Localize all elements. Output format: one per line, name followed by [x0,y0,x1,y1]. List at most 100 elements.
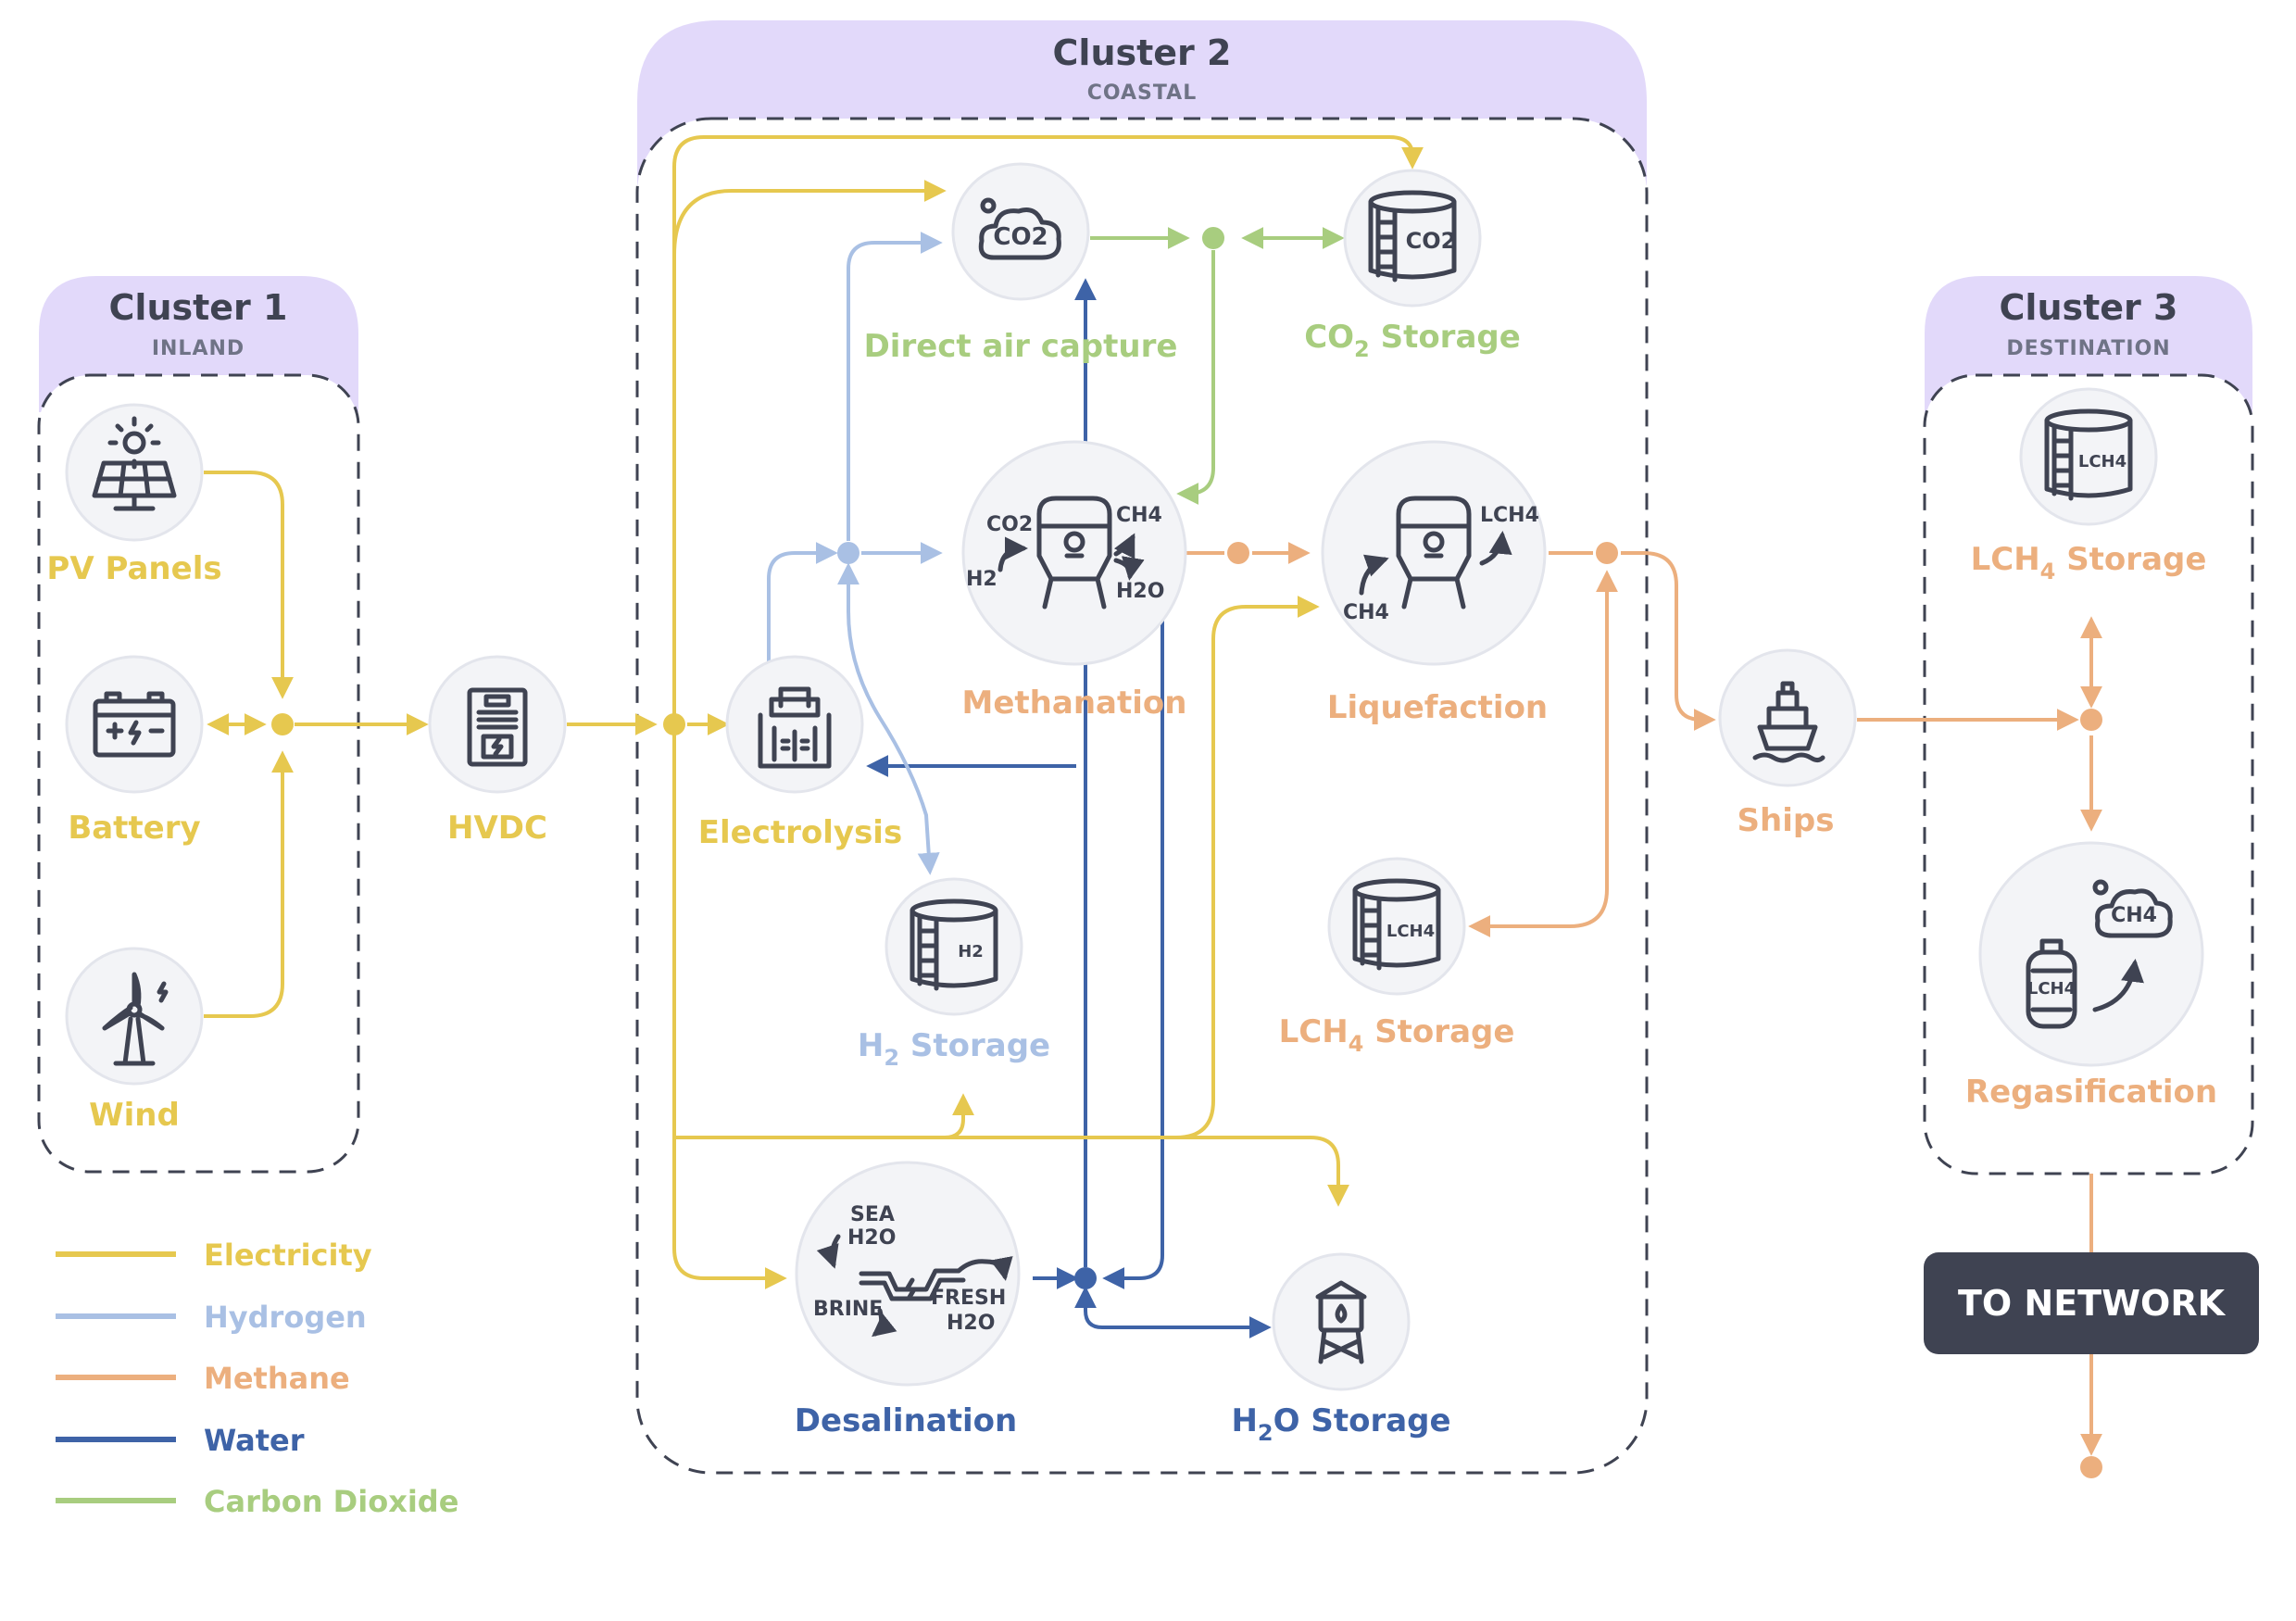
pv-panels-label: PV Panels [46,550,221,587]
to-network-button[interactable]: TO NETWORK [1924,1252,2259,1354]
junction-inland-bus [271,713,294,735]
liquefaction-out1: LCH4 [1480,504,1539,527]
junction-hydrogen [837,542,859,564]
regas-icon-text: LCH4 [2027,979,2076,999]
junction-network [2080,1456,2102,1478]
reactor-icon [997,496,1145,609]
junction-destination [2080,709,2102,731]
flow-wind-to-bus [204,750,294,1018]
flow-electrolysis-to-h2-node [767,542,838,665]
cluster-2-subtitle: COASTAL [1087,82,1197,105]
flow-h2-storage [837,562,940,875]
liquefaction-label: Liquefaction [1327,689,1548,726]
cluster-2-title: Cluster 2 [1053,32,1232,73]
hvdc-icon [467,687,528,767]
node-electrolysis[interactable]: Electrolysis [698,655,902,851]
h2-storage-label: H2 Storage [858,1027,1050,1071]
node-liquefaction[interactable]: CH4 LCH4 Liquefaction [1321,440,1548,726]
wind-label: Wind [89,1097,180,1134]
node-pv-panels[interactable]: PV Panels [46,403,222,587]
wind-turbine-icon [102,972,169,1066]
cluster-1-title: Cluster 1 [109,287,288,328]
node-wind[interactable]: Wind [65,947,204,1134]
legend: Electricity Hydrogen Methane Water Carbo… [56,1238,458,1519]
regas-cloud-text: CH4 [2111,904,2157,927]
lch4-coastal-icon-text: LCH4 [1386,922,1435,941]
desal-text-brine: BRINE [813,1298,883,1321]
node-direct-air-capture[interactable]: CO2 Direct air capture [864,162,1178,365]
cluster-3-subtitle: DESTINATION [2006,337,2170,360]
h2-storage-icon-text: H2 [958,942,984,961]
flow-to-dac [672,180,947,256]
dac-icon-text: CO2 [993,223,1048,251]
gas-cylinder-icon [2026,879,2173,1029]
flow-to-h2-storage [944,1093,974,1139]
node-battery[interactable]: Battery [65,655,204,847]
methanation-in1: CO2 [986,513,1033,536]
water-tower-icon [1315,1280,1367,1364]
solar-panel-icon [92,416,177,511]
regasification-label: Regasification [1965,1074,2217,1111]
flow-h2-to-dac [847,232,943,541]
battery-label: Battery [68,810,200,847]
legend-label-water: Water [204,1423,305,1458]
flow-to-h2o-storage [674,1136,1349,1207]
methanation-label: Methanation [962,685,1187,722]
legend-label-methane: Methane [204,1361,350,1396]
ship-icon [1752,681,1826,763]
flow-co2-to-methanation [1176,250,1215,505]
desal-text-sea: SEA [850,1203,895,1226]
junctions [271,227,2102,1478]
node-co2-storage[interactable]: CO2 CO2 Storage [1304,169,1521,362]
node-lch4-storage-destination[interactable]: LCH4 LCH4 Storage [1971,387,2207,584]
cluster-3-title: Cluster 3 [2000,287,2178,328]
junction-coastal-bus [663,713,685,735]
dac-label: Direct air capture [864,328,1178,365]
legend-label-hydrogen: Hydrogen [204,1300,367,1335]
hvdc-label: HVDC [447,810,547,847]
electrolyzer-icon [758,686,832,769]
cluster-1-subtitle: INLAND [152,337,245,360]
flow-to-co2-storage [672,135,1424,724]
liquefaction-in1: CH4 [1343,601,1389,624]
node-h2o-storage[interactable]: H2O Storage [1231,1252,1451,1446]
flow-water-to-h2o-storage [1074,1286,1272,1338]
hydrogen-flows [767,232,943,875]
co2-flows [1090,227,1345,505]
node-h2-storage[interactable]: H2 H2 Storage [858,877,1050,1071]
flow-to-ships [1621,551,1716,731]
electrolysis-label: Electrolysis [698,814,902,851]
flow-pv-to-bus [204,471,294,699]
co2-cloud-icon [978,197,1061,260]
junction-ch4 [1227,542,1249,564]
junction-water [1074,1267,1097,1289]
methanation-out1: CH4 [1116,504,1162,527]
methanation-in2: H2 [966,568,997,591]
node-hvdc[interactable]: HVDC [428,655,567,847]
tank-icon [1368,190,1457,283]
legend-label-electricity: Electricity [204,1238,372,1273]
reactor-icon [1359,496,1512,609]
desal-text-h2o-in: H2O [847,1226,896,1250]
flow-to-liquefaction [1175,596,1320,1139]
flow-lch4-storage-coastal [1468,570,1618,937]
battery-icon [93,691,176,758]
node-desalination[interactable]: SEA H2O BRINE FRESH H2O Desalination [795,1161,1021,1439]
node-lch4-storage-coastal[interactable]: LCH4 LCH4 Storage [1279,857,1515,1057]
node-ships[interactable]: Ships [1718,648,1857,839]
node-regasification[interactable]: LCH4 CH4 Regasification [1965,841,2217,1111]
desalination-label: Desalination [795,1402,1017,1439]
electricity-flows [204,135,1424,1289]
co2-storage-label: CO2 Storage [1304,319,1521,362]
junction-co2 [1202,227,1224,249]
to-network-button-bg [1924,1252,2259,1354]
lch4-storage-destination-label: LCH4 Storage [1971,541,2207,584]
tank-icon [1352,878,1441,971]
to-network-button-label: TO NETWORK [1958,1283,2227,1324]
junction-lch4 [1596,542,1618,564]
desalination-icon [816,1234,1013,1338]
co2-storage-icon-text: CO2 [1406,228,1457,254]
lch4-storage-coastal-label: LCH4 Storage [1279,1013,1515,1057]
node-methanation[interactable]: CO2 H2 CH4 H2O Methanation [961,440,1187,722]
ships-label: Ships [1738,802,1835,839]
